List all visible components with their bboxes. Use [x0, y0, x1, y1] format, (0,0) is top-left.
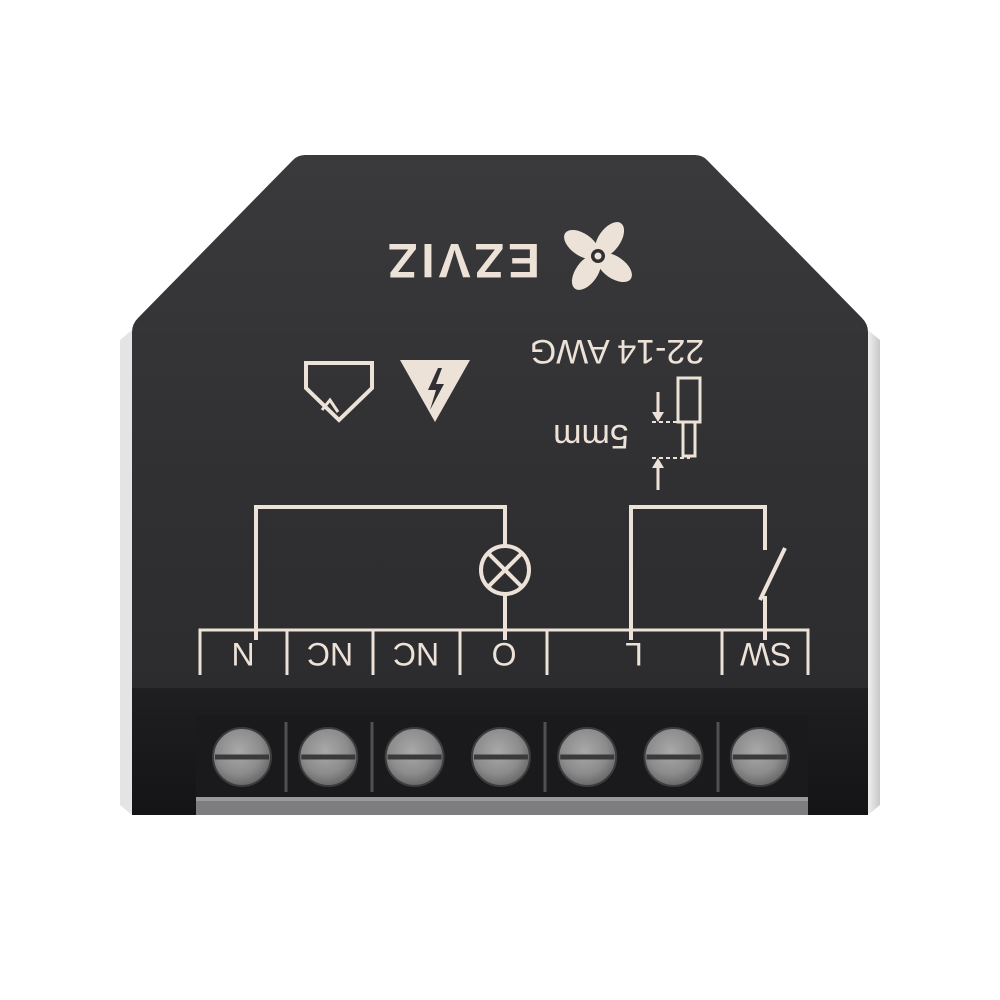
terminal-screws [212, 727, 790, 787]
housing [132, 155, 868, 815]
terminal-screw[interactable] [729, 727, 790, 787]
wiring-diagram [198, 505, 810, 675]
terminal-screw[interactable] [643, 727, 704, 787]
wire-gauge-label: 22-14 AWG [530, 332, 704, 370]
terminal-label-sw: SW [739, 636, 791, 672]
terminal-screw[interactable] [470, 727, 531, 787]
terminal-label-nc-1: NC [307, 636, 353, 672]
strip-length-label: 5mm [553, 417, 629, 455]
terminal-screw[interactable] [557, 727, 618, 787]
terminal-label-o: O [492, 636, 517, 672]
left-side-edge [120, 330, 132, 815]
terminal-labels: N NC NC O L SW [231, 636, 791, 672]
brand-text: EZVIZ [384, 233, 540, 286]
indoor-use-icon [304, 361, 374, 423]
high-voltage-warning-icon [400, 360, 470, 422]
terminal-label-nc-2: NC [393, 636, 439, 672]
terminal-screw[interactable] [298, 727, 359, 787]
fan-logo-icon [564, 222, 632, 290]
terminal-label-n: N [231, 636, 254, 672]
terminal-label-l: L [625, 636, 643, 672]
brand-logo: EZVIZ [384, 222, 632, 290]
right-side-edge [868, 330, 880, 815]
switch-icon [758, 547, 787, 601]
terminal-screw[interactable] [212, 727, 272, 787]
wire-strip-icon [652, 376, 702, 490]
terminal-screw[interactable] [384, 727, 445, 787]
